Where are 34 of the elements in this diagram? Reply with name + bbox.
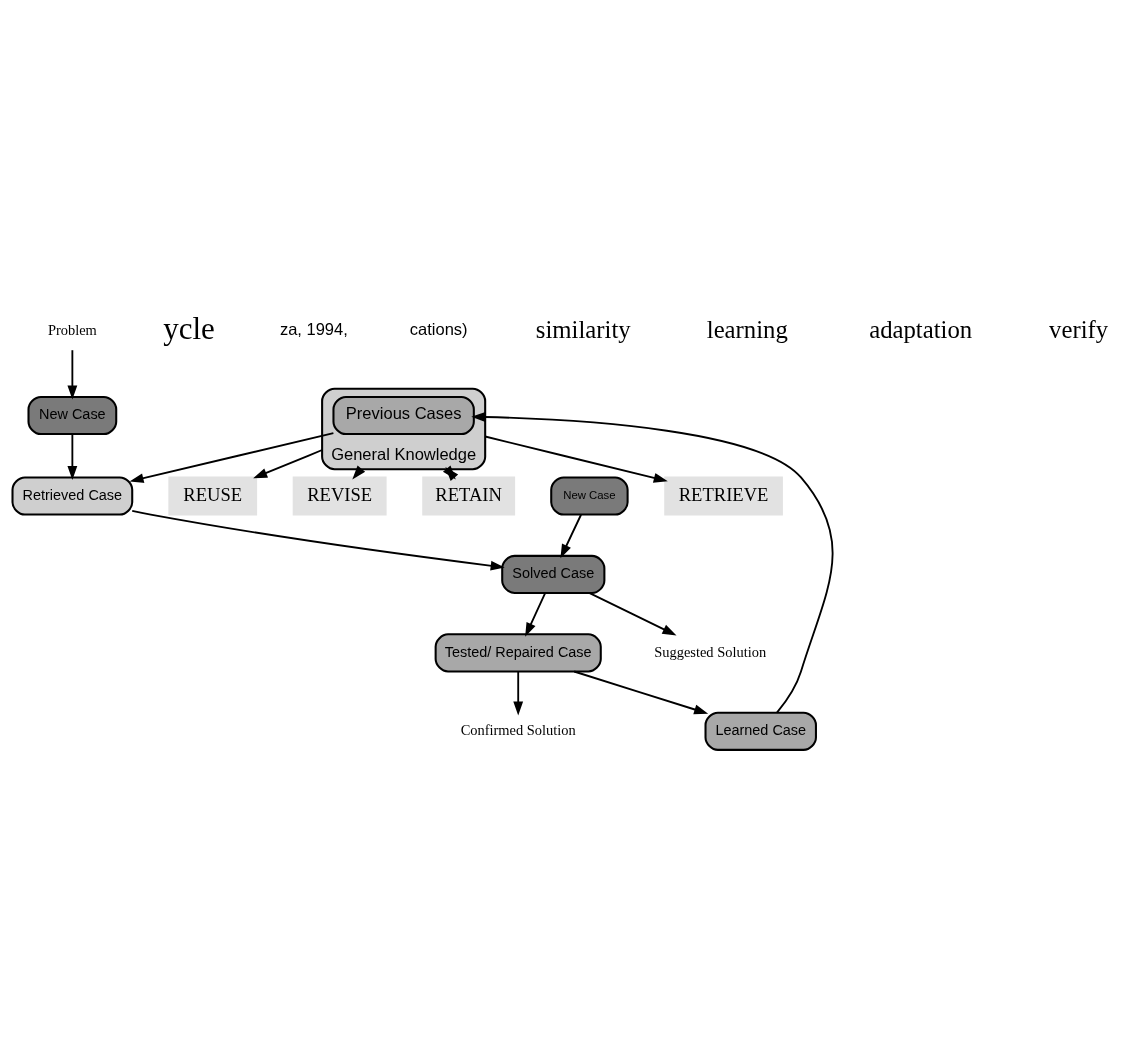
arrow xyxy=(131,509,505,571)
node-text: Confirmed Solution xyxy=(460,722,576,739)
label: ycle xyxy=(163,311,215,347)
arrow xyxy=(442,465,459,481)
node-box: New Case xyxy=(550,476,629,516)
label: verify xyxy=(1049,315,1109,343)
node-box: RETAIN xyxy=(422,476,516,516)
node-text: Suggested Solution xyxy=(654,643,767,660)
node-box: REUSE xyxy=(168,476,258,516)
node-text: Problem xyxy=(47,322,97,339)
arrow xyxy=(573,670,709,715)
arrow xyxy=(525,592,547,637)
label: cations) xyxy=(409,320,468,339)
arrow xyxy=(513,670,524,716)
label: za, 1994, xyxy=(279,320,348,339)
node-box: Retrieved Case xyxy=(11,476,134,516)
arrow xyxy=(253,449,324,479)
label: similarity xyxy=(535,315,631,343)
label: learning xyxy=(706,315,788,343)
node-box: New Case xyxy=(27,395,118,436)
node-box: Solved Case xyxy=(501,554,606,595)
arrow xyxy=(129,432,335,483)
arrow xyxy=(484,435,668,483)
arrow xyxy=(67,433,78,481)
arrow xyxy=(471,412,834,714)
arrow xyxy=(560,513,582,559)
node-box: Tested/ Repaired Case xyxy=(434,633,602,673)
arrow xyxy=(67,349,78,400)
node-box: REVISE xyxy=(292,476,387,516)
label: adaptation xyxy=(869,315,973,343)
arrow xyxy=(588,592,677,636)
node-box: Learned Case xyxy=(704,711,817,751)
node-box: Previous Cases xyxy=(332,395,475,436)
node-box: RETRIEVE xyxy=(664,476,783,516)
